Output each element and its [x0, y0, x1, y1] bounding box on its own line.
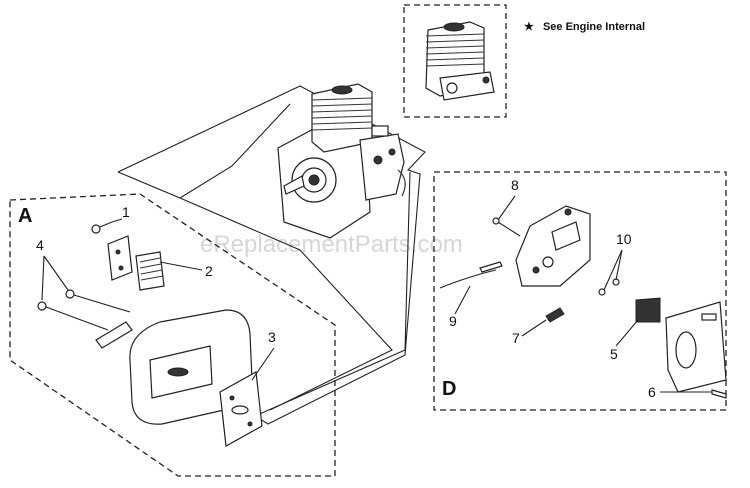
part-9-wire — [439, 261, 503, 289]
part-2-screen — [135, 251, 165, 291]
group-a-box — [9, 193, 336, 477]
callout-2: 2 — [205, 263, 213, 279]
callout-6: 6 — [648, 384, 656, 400]
part-6-pin — [711, 389, 727, 399]
callout-10: 10 — [616, 231, 632, 247]
group-d-label: D — [442, 378, 456, 400]
part-4-bolts-bracket — [37, 235, 133, 349]
engine-assembly-drawing — [277, 83, 406, 239]
cylinder-drawing — [425, 21, 495, 101]
callout-7: 7 — [512, 330, 520, 346]
callout-3: 3 — [268, 329, 276, 345]
group-d-parts — [439, 205, 727, 399]
part-1-screw — [91, 221, 113, 234]
callout-4: 4 — [36, 237, 44, 253]
assembly-frame-inner — [117, 103, 291, 199]
part-5-filter — [635, 297, 661, 323]
engine-internal-note: ★ See Engine Internal — [524, 21, 645, 33]
group-d-box — [433, 171, 727, 411]
air-filter-cover-drawing — [665, 301, 727, 393]
star-icon: ★ — [524, 21, 534, 33]
group-a-label: A — [18, 205, 32, 227]
assembly-frame-guide — [179, 197, 393, 411]
callout-9: 9 — [449, 313, 457, 329]
part-10-nuts — [598, 278, 620, 296]
callout-8: 8 — [511, 177, 519, 193]
callout-5: 5 — [610, 346, 618, 362]
part-7-pin — [545, 307, 565, 323]
engine-internal-text: See Engine Internal — [543, 21, 645, 33]
part-3-gasket — [219, 371, 263, 447]
part-8-screw — [492, 217, 521, 237]
muffler-drawing — [129, 309, 253, 425]
intake-body-drawing — [515, 205, 591, 287]
engine-internal-inset — [403, 4, 507, 118]
group-a-parts — [37, 221, 263, 447]
callout-1: 1 — [122, 204, 130, 220]
